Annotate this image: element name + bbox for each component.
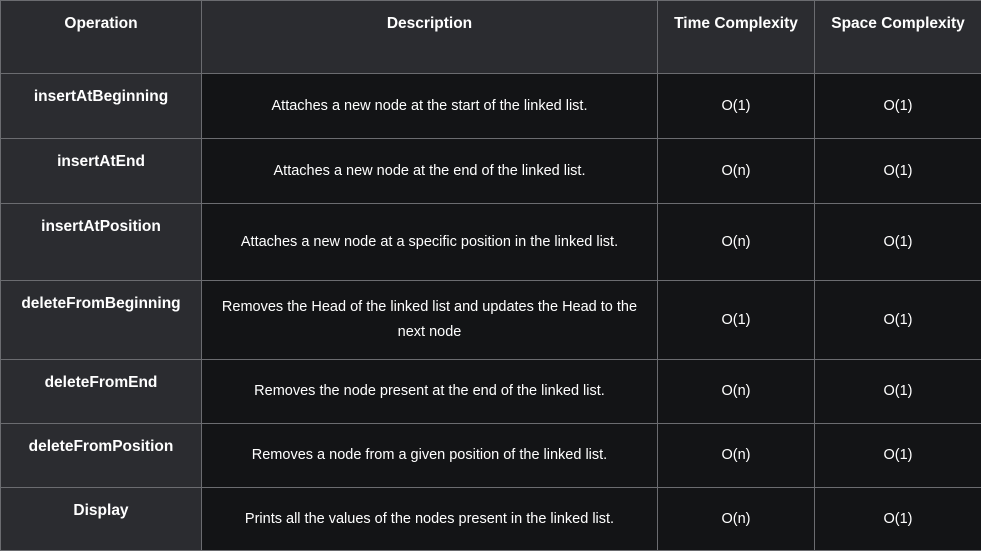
description-cell: Attaches a new node at the end of the li… (202, 139, 658, 204)
time-complexity-cell: O(1) (658, 281, 815, 360)
table-row: insertAtEnd Attaches a new node at the e… (1, 139, 981, 204)
header-description: Description (202, 1, 658, 74)
time-complexity-cell: O(n) (658, 360, 815, 424)
space-complexity-cell: O(1) (815, 281, 981, 360)
space-complexity-cell: O(1) (815, 204, 981, 281)
header-operation: Operation (1, 1, 202, 74)
operation-cell: deleteFromPosition (1, 424, 202, 488)
description-cell: Removes the Head of the linked list and … (202, 281, 658, 360)
time-complexity-cell: O(n) (658, 204, 815, 281)
space-complexity-cell: O(1) (815, 424, 981, 488)
table-row: insertAtPosition Attaches a new node at … (1, 204, 981, 281)
time-complexity-cell: O(1) (658, 74, 815, 139)
space-complexity-cell: O(1) (815, 139, 981, 204)
operation-cell: insertAtPosition (1, 204, 202, 281)
table-row: deleteFromBeginning Removes the Head of … (1, 281, 981, 360)
description-cell: Attaches a new node at the start of the … (202, 74, 658, 139)
operation-cell: deleteFromBeginning (1, 281, 202, 360)
description-cell: Removes a node from a given position of … (202, 424, 658, 488)
time-complexity-cell: O(n) (658, 488, 815, 551)
time-complexity-cell: O(n) (658, 139, 815, 204)
table-row: deleteFromEnd Removes the node present a… (1, 360, 981, 424)
description-cell: Prints all the values of the nodes prese… (202, 488, 658, 551)
table-row: Display Prints all the values of the nod… (1, 488, 981, 551)
description-cell: Removes the node present at the end of t… (202, 360, 658, 424)
space-complexity-cell: O(1) (815, 74, 981, 139)
space-complexity-cell: O(1) (815, 360, 981, 424)
table-row: deleteFromPosition Removes a node from a… (1, 424, 981, 488)
operation-cell: deleteFromEnd (1, 360, 202, 424)
header-space-complexity: Space Complexity (815, 1, 981, 74)
space-complexity-cell: O(1) (815, 488, 981, 551)
operation-cell: Display (1, 488, 202, 551)
header-time-complexity: Time Complexity (658, 1, 815, 74)
time-complexity-cell: O(n) (658, 424, 815, 488)
operation-cell: insertAtBeginning (1, 74, 202, 139)
table-row: insertAtBeginning Attaches a new node at… (1, 74, 981, 139)
table-header-row: Operation Description Time Complexity Sp… (1, 1, 981, 74)
operation-cell: insertAtEnd (1, 139, 202, 204)
description-cell: Attaches a new node at a specific positi… (202, 204, 658, 281)
